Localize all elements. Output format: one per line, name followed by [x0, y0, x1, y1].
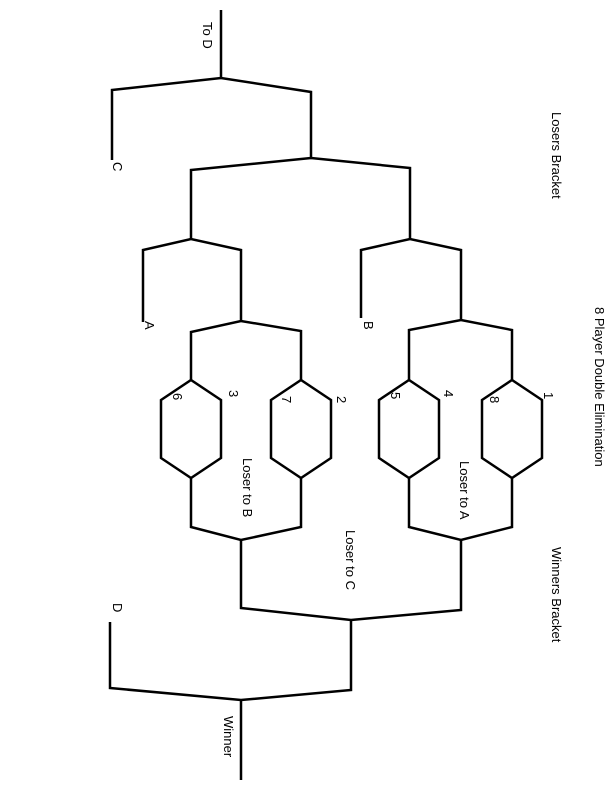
losers-bracket-heading: Losers Bracket [549, 112, 564, 199]
match-hexagon-1-8 [480, 378, 544, 480]
losers-round2-a [141, 237, 243, 322]
label-winner: Winner [221, 716, 236, 758]
label-b: B [361, 321, 376, 330]
label-loser-to-b: Loser to B [240, 458, 255, 517]
seed-7: 7 [279, 396, 294, 403]
label-a: A [142, 321, 157, 330]
seed-1: 1 [541, 392, 556, 399]
match-hexagon-4-5 [377, 378, 441, 480]
label-loser-to-c: Loser to C [343, 530, 358, 590]
label-to-d: To D [200, 22, 215, 49]
winners-bracket-lines [108, 478, 514, 780]
winners-final [108, 620, 353, 702]
seed-3: 3 [226, 390, 241, 397]
seed-2: 2 [334, 396, 349, 403]
label-loser-to-a: Loser to A [457, 461, 472, 520]
losers-bracket-lines [110, 10, 514, 380]
match-hexagon-2-7 [269, 378, 333, 480]
losers-round1-right [407, 318, 514, 380]
diagram-title: 8 Player Double Elimination [592, 307, 607, 467]
winners-bracket-heading: Winners Bracket [549, 547, 564, 643]
seed-5: 5 [388, 392, 403, 399]
first-round-matches [159, 378, 544, 480]
seed-8: 8 [487, 396, 502, 403]
losers-round2-b [359, 237, 463, 320]
seed-6: 6 [170, 393, 185, 400]
losers-final [110, 76, 313, 160]
losers-semi [189, 156, 412, 239]
seed-4: 4 [441, 390, 456, 397]
match-hexagon-3-6 [159, 378, 223, 480]
losers-round1-left [189, 319, 303, 380]
label-d: D [110, 603, 125, 612]
label-c: C [110, 162, 125, 171]
